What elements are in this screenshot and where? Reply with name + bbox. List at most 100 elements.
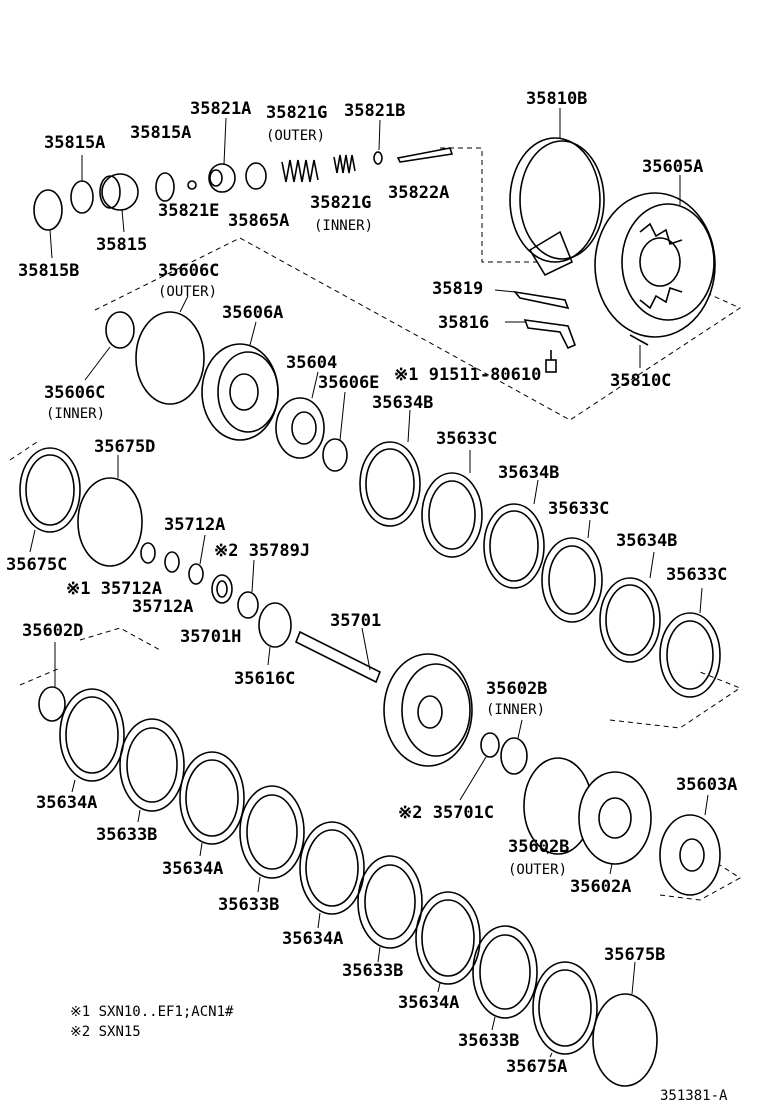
label-35701C: ※2 35701C <box>398 803 494 823</box>
part-ring-35712A-2 <box>164 551 180 573</box>
label-35633B-4: 35633B <box>458 1031 519 1051</box>
part-bearing-35701C <box>459 732 500 801</box>
label-35634A-1: 35634A <box>36 793 97 813</box>
part-bolt-91511 <box>545 350 557 373</box>
label-35789J: ※2 35789J <box>214 541 310 561</box>
label-35675C: 35675C <box>6 555 67 575</box>
label-35701H: 35701H <box>180 627 241 647</box>
part-piston-35821A <box>208 117 236 193</box>
part-spring-35821G-inner <box>333 154 356 174</box>
part-labels: 35815A 35815A 35821A 35821G (OUTER) 3582… <box>6 89 737 1077</box>
label-35821B: 35821B <box>344 101 405 121</box>
part-ring-35815A <box>70 155 94 214</box>
label-35602B-outer: 35602B <box>508 837 569 857</box>
part-ring-35712A-3 <box>188 534 206 585</box>
label-35816: 35816 <box>438 313 489 333</box>
label-35819: 35819 <box>432 279 483 299</box>
label-35821E: 35821E <box>158 201 219 221</box>
label-35616C: 35616C <box>234 669 295 689</box>
part-snap-ring-35616C <box>258 602 292 666</box>
label-35712A-2: ※1 35712A <box>66 579 162 599</box>
label-35606A: 35606A <box>222 303 283 323</box>
part-ring-35712A-1 <box>140 542 156 564</box>
part-ring-35606E <box>322 391 348 472</box>
label-35634B-1: 35634B <box>372 393 433 413</box>
label-outer-1: (OUTER) <box>266 128 325 144</box>
part-pump-body-35606A <box>201 321 279 441</box>
label-35675B: 35675B <box>604 945 665 965</box>
label-35815A: 35815A <box>44 133 105 153</box>
part-snap-ring-35815B <box>33 189 63 259</box>
label-35606E: 35606E <box>318 373 379 393</box>
label-35815A-2: 35815A <box>130 123 191 143</box>
part-oring-35606C-outer <box>135 295 205 405</box>
label-35821G-outer: 35821G <box>266 103 327 123</box>
label-35634A-2: 35634A <box>162 859 223 879</box>
diagram-id: 351381-A <box>660 1088 728 1104</box>
part-ring-35675D <box>77 455 143 567</box>
clutch-row-2 <box>38 642 658 1087</box>
part-oring-35602B-inner <box>500 719 528 775</box>
label-35675A: 35675A <box>506 1057 567 1077</box>
label-35815B: 35815B <box>18 261 79 281</box>
label-35701: 35701 <box>330 611 381 631</box>
label-35712A-1: 35712A <box>164 515 225 535</box>
part-lever-35816 <box>505 319 577 350</box>
label-35712A-3: 35712A <box>132 597 193 617</box>
part-washer-35821B <box>373 119 383 165</box>
part-ring-35815A-2 <box>155 172 175 202</box>
label-inner-1: (INNER) <box>314 218 373 234</box>
label-inner-2: (INNER) <box>46 406 105 422</box>
label-35633B-2: 35633B <box>218 895 279 915</box>
part-ball-35821E <box>187 180 197 190</box>
label-35634A-4: 35634A <box>398 993 459 1013</box>
label-bolt-91511: ※1 91511-80610 <box>394 365 541 385</box>
footnote-2: ※2 SXN15 <box>70 1024 141 1040</box>
label-35633B-3: 35633B <box>342 961 403 981</box>
label-35821A: 35821A <box>190 99 251 119</box>
part-pump-cover-35604 <box>275 371 325 459</box>
label-35602A: 35602A <box>570 877 631 897</box>
label-35810C: 35810C <box>610 371 671 391</box>
part-ring-35675C <box>19 447 81 553</box>
label-35633C-2: 35633C <box>548 499 609 519</box>
part-shaft-35701 <box>294 627 473 767</box>
part-brake-band-35810B <box>509 108 605 277</box>
part-washer-35789J <box>237 559 259 619</box>
label-35606C-inner: 35606C <box>44 383 105 403</box>
part-pin-35810C <box>629 334 649 368</box>
label-35822A: 35822A <box>388 183 449 203</box>
label-inner-3: (INNER) <box>486 702 545 718</box>
dashed-group-outlines <box>9 147 742 901</box>
label-outer-3: (OUTER) <box>508 862 567 878</box>
label-outer-2: (OUTER) <box>158 284 217 300</box>
footnote-1: ※1 SXN10..EF1;ACN1# <box>70 1004 234 1020</box>
label-35602B-inner: 35602B <box>486 679 547 699</box>
part-ring-35865A <box>245 162 267 190</box>
part-piston-35815 <box>99 173 139 233</box>
part-oring-35606C-inner <box>84 311 135 381</box>
label-35634A-3: 35634A <box>282 929 343 949</box>
label-35602D: 35602D <box>22 621 83 641</box>
footnotes: ※1 SXN10..EF1;ACN1# ※2 SXN15 <box>70 1004 234 1040</box>
label-35633C-1: 35633C <box>436 429 497 449</box>
label-35815: 35815 <box>96 235 147 255</box>
part-piston-35602A <box>578 771 652 875</box>
part-lever-35819 <box>494 289 570 310</box>
part-spring-35821G-outer <box>281 159 319 183</box>
label-35605A: 35605A <box>642 157 703 177</box>
clutch-row-1 <box>359 409 721 698</box>
part-drum-35605A <box>594 175 716 338</box>
part-bearing-35701H <box>211 574 233 604</box>
label-35821G-inner: 35821G <box>310 193 371 213</box>
label-35634B-3: 35634B <box>616 531 677 551</box>
label-35633C-3: 35633C <box>666 565 727 585</box>
label-35675D: 35675D <box>94 437 155 457</box>
label-35603A: 35603A <box>676 775 737 795</box>
part-rod-35822A <box>396 147 454 163</box>
label-35633B-1: 35633B <box>96 825 157 845</box>
label-35606C-outer: 35606C <box>158 261 219 281</box>
label-35865A: 35865A <box>228 211 289 231</box>
label-35634B-2: 35634B <box>498 463 559 483</box>
